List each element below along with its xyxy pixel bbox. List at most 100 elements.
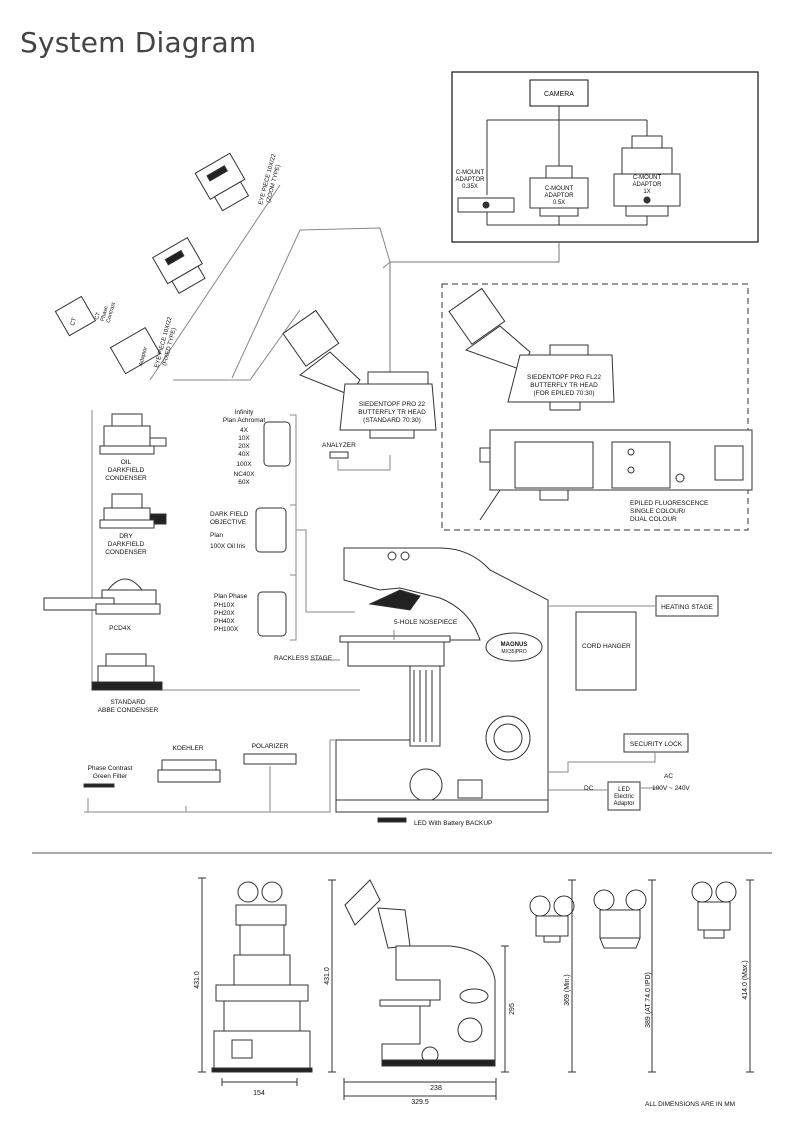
dry-darkfield-condenser-icon (99, 493, 167, 529)
head-std-l2: BUTTERFLY TR HEAD (358, 409, 426, 416)
abbe-condenser-icon (91, 653, 163, 691)
plan-achromat-l1: Infinity (235, 409, 255, 416)
dim-side-height: 431.0 (324, 967, 331, 985)
epiled-l3: DUAL COLOUR (630, 516, 677, 523)
led-adaptor-l2: Electric (614, 794, 634, 800)
cmount-05-l2: ADAPTOR (545, 193, 575, 199)
cmount-1-l1: C-MOUNT (633, 175, 662, 181)
cmount-1-l3: 1X (643, 189, 650, 195)
plan-phase-ph10x: PH10X (214, 602, 235, 609)
darkfield-obj-l1: DARK FIELD (210, 511, 249, 518)
dry-darkfield-l1: DRY (119, 533, 133, 540)
head-std-l1: SIEDENTOPF PRO 22 (359, 401, 426, 408)
cmount-1-icon (621, 147, 673, 175)
phase-green-l1: Phase Contrast (88, 765, 133, 772)
led-adaptor-l3: Adaptor (613, 801, 634, 807)
nosepiece-label: 5-HOLE NOSEPIECE (394, 619, 458, 626)
microscope-body-icon (335, 547, 549, 823)
rackless-stage-label: RACKLESS STAGE (274, 655, 333, 662)
camera-group-frame (451, 71, 759, 243)
plan-achromat-40x: 40X (238, 451, 250, 458)
epiled-l1: EPILED FLUORESCENCE (630, 500, 709, 507)
head-standard-icon (282, 309, 437, 439)
adaptor-icon (109, 326, 161, 375)
plan-achromat-nc40x: NC40X (234, 471, 256, 478)
cord-hanger-label: CORD HANGER (582, 643, 631, 650)
head-fl-icon (448, 287, 615, 411)
darkfield-obj-l2: OBJECTIVE (210, 519, 247, 526)
cmount-05-l1: C-MOUNT (545, 186, 574, 192)
ct-phase-l2: Phase (100, 305, 110, 322)
cmount-05-icon (529, 177, 589, 209)
darkfield-objective-icon (255, 507, 287, 553)
security-lock-label: SECURITY LOCK (630, 741, 683, 748)
security-lock-box (623, 733, 689, 753)
polarizer-label: POLARIZER (252, 743, 289, 750)
cmount-035-l1: C-MOUNT (456, 170, 485, 176)
analyzer-icon (329, 451, 349, 459)
abbe-l2: ABBE CONDENSER (98, 707, 159, 714)
ct-phase-l3: Contrast (106, 302, 117, 324)
plan-achromat-10x: 10X (238, 435, 250, 442)
dc-label: DC (584, 785, 594, 792)
ac-voltage: 100V ~ 240V (652, 785, 690, 792)
plan-phase-l1: Plan Phase (214, 593, 248, 600)
page-title: System Diagram (20, 26, 257, 59)
ct-label: CT (70, 317, 78, 327)
led-adaptor-l1: LED (618, 787, 630, 793)
plan-achromat-60x: 60X (238, 479, 250, 486)
brand-model: MX35|PRO (501, 649, 526, 655)
led-adaptor-box (607, 781, 641, 811)
oil-darkfield-l3: CONDENSER (105, 475, 147, 482)
darkfield-obj-l3: Plan (210, 532, 223, 539)
epiled-unit-icon (479, 429, 753, 521)
adaptor-label: Adaptor (138, 346, 149, 366)
dry-darkfield-l2: DARKFIELD (108, 541, 145, 548)
epiled-frame (441, 283, 749, 531)
dry-darkfield-l3: CONDENSER (105, 549, 147, 556)
plan-phase-ph40x: PH40X (214, 618, 235, 625)
plan-phase-ph100x: PH100X (214, 626, 239, 633)
koehler-label: KOEHLER (172, 745, 203, 752)
dim-side-238: 238 (430, 1085, 442, 1092)
eyepiece-zoom-icon (194, 152, 250, 212)
abbe-l1: STANDARD (110, 699, 146, 706)
koehler-icon (157, 759, 221, 783)
plan-achromat-l2: Plan Achromat (223, 417, 265, 424)
brand-name: MAGNUS (501, 642, 528, 648)
dim-front-width: 154 (253, 1090, 265, 1097)
pcd4x-label: PCD4X (109, 625, 131, 632)
led-battery-label: LED With Battery BACKUP (414, 820, 492, 827)
dims-note: ALL DIMENSIONS ARE IN MM (645, 1101, 735, 1108)
ct-icon (54, 295, 97, 337)
cmount-05-l3: 0.5X (553, 200, 565, 206)
oil-darkfield-condenser-icon (99, 413, 167, 455)
dim-side-329: 329.5 (411, 1099, 429, 1106)
eyepiece-fixed-icon (151, 236, 206, 294)
head-fl-l3: (FOR EPILED 70:30) (533, 390, 594, 397)
plan-phase-ph20x: PH20X (214, 610, 235, 617)
dim-414: 414.0 (Max.) (742, 960, 749, 999)
head-fl-l1: SIEDENTOPF PRO FL22 (527, 374, 601, 381)
ct-phase-l1: CT (94, 311, 102, 320)
darkfield-obj-l4: 100X Oil Iris (210, 543, 246, 550)
cord-hanger-icon (575, 611, 637, 691)
polarizer-icon (243, 753, 297, 765)
analyzer-label: ANALYZER (322, 442, 356, 449)
plan-achromat-20x: 20X (238, 443, 250, 450)
cmount-035-l2: ADAPTOR (456, 177, 486, 183)
plan-phase-objective-icon (257, 591, 287, 637)
cmount-1-l2: ADAPTOR (633, 182, 663, 188)
plan-achromat-4x: 4X (240, 427, 249, 434)
plan-achromat-100x: 100X (236, 461, 252, 468)
dim-side-295: 295 (509, 1003, 516, 1015)
phase-green-l2: Green Filter (93, 773, 128, 780)
heating-stage-label: HEATING STAGE (661, 604, 713, 611)
ac-label: AC (664, 773, 673, 780)
phase-green-filter-icon (83, 783, 115, 788)
head-fl-l2: BUTTERFLY TR HEAD (530, 382, 598, 389)
front-view-drawing (198, 877, 313, 1086)
head-views-drawing (529, 879, 754, 1073)
camera-label: CAMERA (544, 91, 574, 98)
